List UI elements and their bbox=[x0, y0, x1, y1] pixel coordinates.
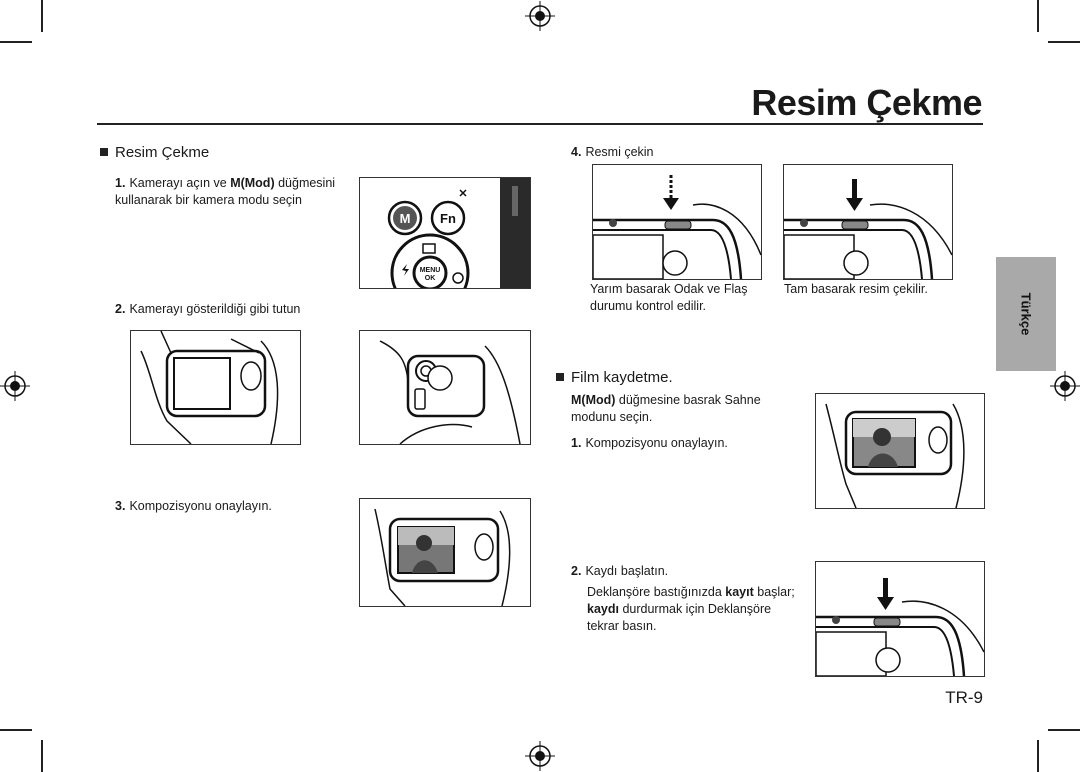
registration-mark-icon bbox=[525, 1, 555, 31]
step-2: 2.Kamerayı gösterildiği gibi tutun bbox=[115, 302, 301, 316]
step-4: 4.Resmi çekin bbox=[571, 145, 654, 159]
section-heading-resim: Resim Çekme bbox=[100, 144, 209, 161]
page-number: TR-9 bbox=[945, 688, 983, 707]
bullet-square-icon bbox=[556, 373, 564, 381]
film-intro: M(Mod) düğmesine basrak Sahne modunu seç… bbox=[571, 393, 761, 424]
step-1: 1.Kamerayı açın ve M(Mod) düğmesini kull… bbox=[115, 176, 336, 207]
crop-mark bbox=[41, 740, 43, 772]
fn-button-label: Fn bbox=[440, 211, 456, 226]
film-compose-illustration bbox=[815, 393, 985, 509]
m-button-label: M bbox=[400, 211, 411, 226]
page-title: Resim Çekme bbox=[751, 82, 982, 123]
registration-mark-icon bbox=[525, 741, 555, 771]
film-record-illustration bbox=[815, 561, 985, 677]
caption-full-press: Tam basarak resim çekilir. bbox=[784, 282, 928, 296]
film-step-2-desc: Deklanşöre bastığınızda kayıt başlar; ka… bbox=[587, 585, 795, 633]
hold-camera-front-illustration bbox=[359, 330, 531, 445]
film-step-1: 1.Kompozisyonu onaylayın. bbox=[571, 436, 728, 450]
crop-mark bbox=[0, 729, 32, 731]
language-tab-label: Türkçe bbox=[1018, 292, 1034, 336]
crop-mark bbox=[1048, 729, 1080, 731]
step-3: 3.Kompozisyonu onaylayın. bbox=[115, 499, 272, 513]
crop-mark bbox=[1037, 0, 1039, 32]
crop-mark bbox=[1048, 41, 1080, 43]
half-press-illustration bbox=[592, 164, 762, 280]
language-tab: Türkçe bbox=[996, 257, 1056, 371]
film-step-2: 2.Kaydı başlatın. bbox=[571, 564, 669, 578]
hold-camera-back-illustration bbox=[130, 330, 301, 445]
registration-mark-icon bbox=[1050, 371, 1080, 401]
crop-mark bbox=[41, 0, 43, 32]
ok-button-label: OK bbox=[425, 275, 436, 282]
compose-illustration bbox=[359, 498, 531, 607]
section-heading-film: Film kaydetme. bbox=[556, 369, 673, 386]
title-rule bbox=[97, 123, 983, 125]
caption-half-press: Yarım basarak Odak ve Flaş durumu kontro… bbox=[590, 282, 748, 313]
bullet-square-icon bbox=[100, 148, 108, 156]
crop-mark bbox=[0, 41, 32, 43]
registration-mark-icon bbox=[0, 371, 30, 401]
menu-button-label: MENU bbox=[420, 267, 441, 274]
full-press-illustration bbox=[783, 164, 953, 280]
camera-buttons-illustration: M Fn MENU OK bbox=[359, 177, 531, 289]
crop-mark bbox=[1037, 740, 1039, 772]
